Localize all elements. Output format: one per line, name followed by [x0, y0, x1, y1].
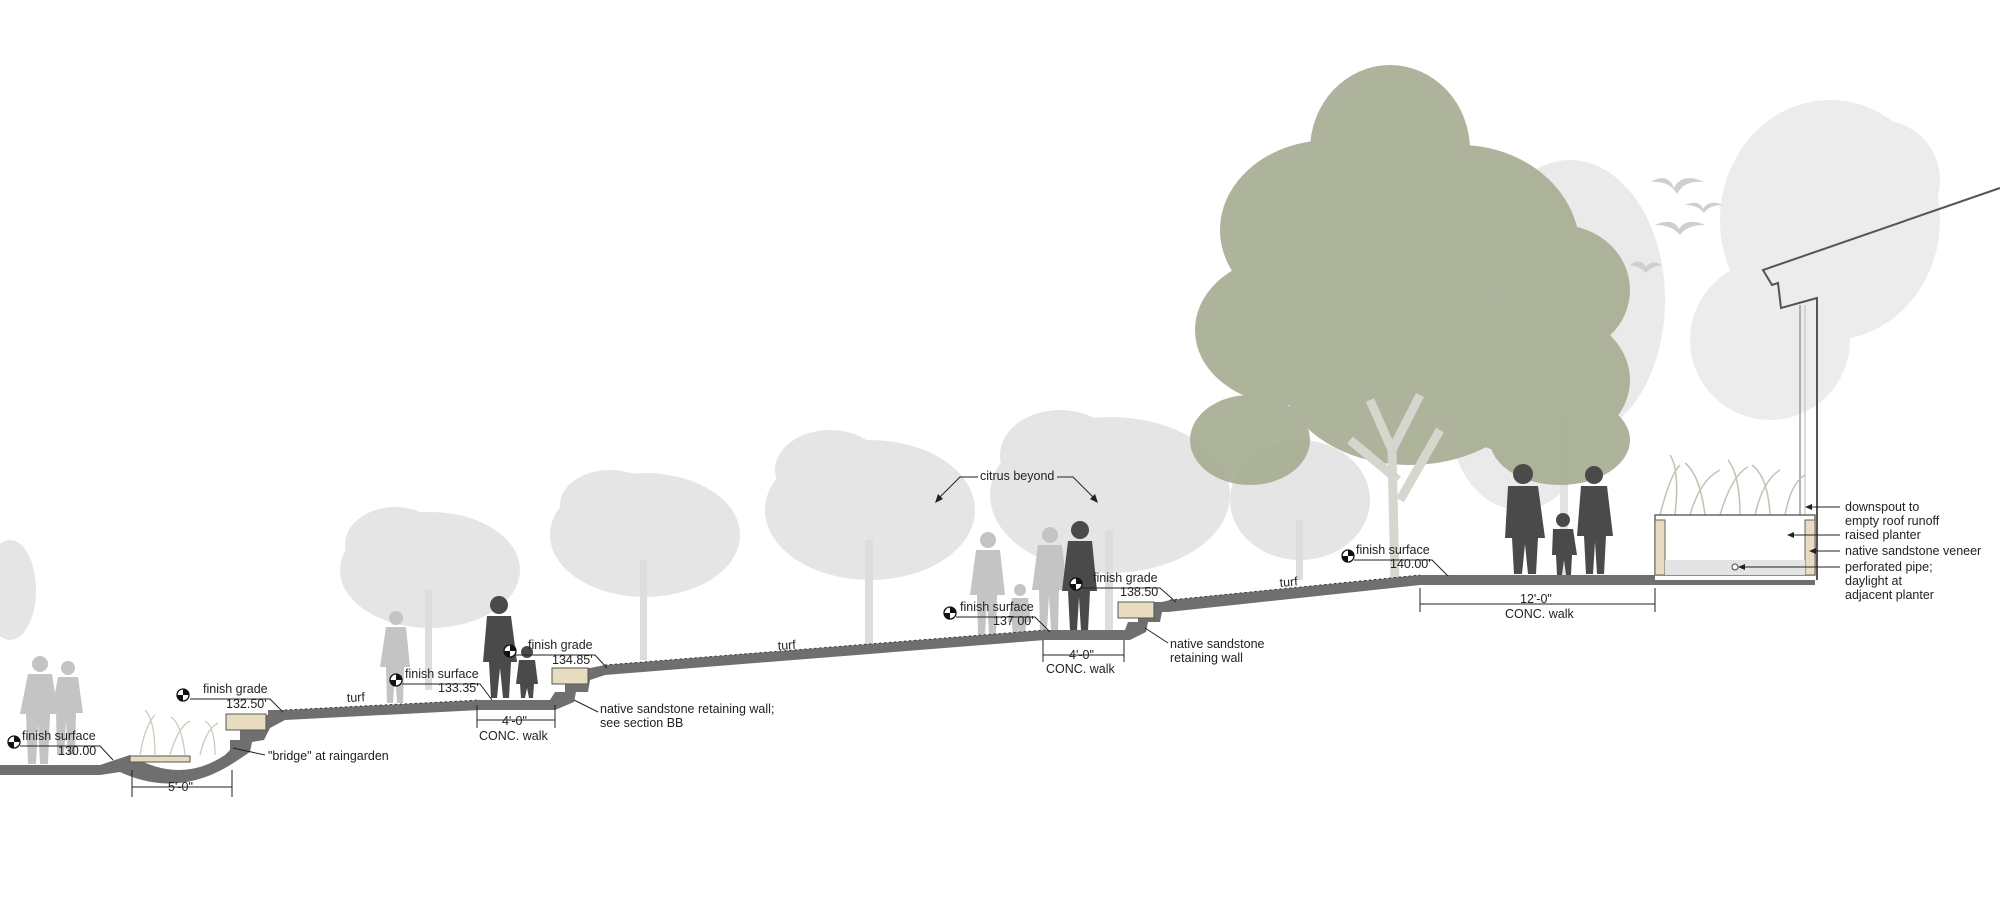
- perforated-pipe: [1731, 563, 1739, 571]
- person-silhouette-icon: [483, 596, 517, 698]
- callout-label: perforated pipe;: [1845, 560, 1933, 574]
- bridge-label: "bridge" at raingarden: [268, 749, 389, 763]
- turf-labels: turf turf turf: [346, 574, 1298, 705]
- elevation-label: finish surface: [405, 667, 479, 681]
- dimension-label: 4'-0": [502, 714, 527, 728]
- elevation-marker-icon: [7, 735, 21, 749]
- elevation-label: finish grade: [528, 638, 593, 652]
- elevation-marker-icon: [1341, 549, 1355, 563]
- elevation-value: 132.50': [226, 697, 267, 711]
- elevation-value: 130.00: [58, 744, 96, 758]
- elevation-marker-icon: [1069, 577, 1083, 591]
- leader-arrow-icon: [1809, 548, 1816, 554]
- tree-icon: [550, 470, 740, 660]
- elevation-value: 134.85': [552, 653, 593, 667]
- bird-icon: [1650, 178, 1704, 194]
- elevation-value: 137 00': [993, 614, 1034, 628]
- dimension-label: CONC. walk: [1046, 662, 1116, 676]
- tree-icon: [0, 540, 36, 640]
- leader-arrow-icon: [1805, 504, 1812, 510]
- planter-veneer: [1654, 519, 1666, 576]
- house-edge: [1761, 187, 2000, 580]
- tree-icon: [765, 430, 975, 645]
- dimensions: [131, 588, 1656, 797]
- elevation-leaders: [20, 559, 1449, 761]
- leader-arrow-icon: [1787, 532, 1794, 538]
- person-silhouette-icon: [1505, 464, 1545, 574]
- elevation-label: finish surface: [1356, 543, 1430, 557]
- leader-arrow-icon: [1090, 494, 1098, 503]
- planter-veneer: [1804, 519, 1816, 576]
- person-silhouette-icon: [516, 646, 538, 698]
- birds: [1630, 178, 1723, 273]
- elevation-label: finish surface: [22, 729, 96, 743]
- person-silhouette-icon: [1032, 527, 1067, 630]
- turf-label: turf: [346, 690, 365, 705]
- elevation-markers: [7, 549, 1355, 749]
- planter-grasses: [1659, 454, 1806, 516]
- person-silhouette-icon: [51, 661, 83, 755]
- elevation-value: 138.50: [1120, 585, 1158, 599]
- callout-label: adjacent planter: [1845, 588, 1934, 602]
- elevation-label: finish grade: [203, 682, 268, 696]
- turf-texture: [284, 574, 1421, 711]
- planter-callouts: downspout to empty roof runoff raised pl…: [1738, 500, 1981, 602]
- elevation-marker-icon: [943, 606, 957, 620]
- callout-label: empty roof runoff: [1845, 514, 1940, 528]
- citrus-annotation: citrus beyond: [935, 469, 1098, 503]
- elevation-marker-icon: [503, 644, 517, 658]
- person-silhouette-icon: [970, 532, 1005, 635]
- citrus-label: citrus beyond: [980, 469, 1054, 483]
- elevation-value: 133.35': [438, 681, 479, 695]
- callout-label: daylight at: [1845, 574, 1903, 588]
- elevation-marker-icon: [176, 688, 190, 702]
- ground-section: [0, 514, 1816, 784]
- raingarden-grasses: [139, 709, 219, 756]
- elevation-marker-icon: [389, 673, 403, 687]
- person-silhouette-icon: [1552, 513, 1577, 575]
- sandstone-block: [551, 667, 589, 685]
- elevation-label: finish grade: [1093, 571, 1158, 585]
- tree-icon: [340, 507, 520, 690]
- wall-label: see section BB: [600, 716, 683, 730]
- dimension-label: CONC. walk: [1505, 607, 1575, 621]
- person-silhouette-icon: [20, 656, 58, 764]
- turf-label: turf: [1279, 574, 1299, 590]
- person-silhouette-icon: [1577, 466, 1613, 574]
- dimension-label: 4'-0": [1069, 648, 1094, 662]
- foreground-people: [483, 464, 1613, 698]
- callout-label: downspout to: [1845, 500, 1919, 514]
- bridge-deck: [129, 755, 191, 763]
- tree-icon: [1690, 100, 1940, 420]
- callout-label: native sandstone veneer: [1845, 544, 1981, 558]
- elevation-value: 140.00': [1390, 557, 1431, 571]
- wall-annotations: "bridge" at raingarden native sandstone …: [232, 627, 1265, 763]
- dimension-label: 12'-0": [1520, 592, 1552, 606]
- wall-label: native sandstone: [1170, 637, 1265, 651]
- bird-icon: [1685, 202, 1723, 213]
- sandstone-block: [225, 713, 267, 731]
- tree-icon: [1190, 65, 1630, 586]
- bird-icon: [1630, 261, 1662, 273]
- dimension-label: 5'-0": [168, 780, 193, 794]
- sandstone-block: [1117, 601, 1155, 619]
- person-silhouette-icon: [1008, 584, 1031, 642]
- dimension-label: CONC. walk: [479, 729, 549, 743]
- turf-label: turf: [777, 638, 797, 653]
- wall-label: native sandstone retaining wall;: [600, 702, 774, 716]
- leader-arrow-icon: [1738, 564, 1745, 570]
- wall-label: retaining wall: [1170, 651, 1243, 665]
- elevation-labels: finish surface 130.00 finish grade 132.5…: [22, 543, 1431, 758]
- dimension-labels: 5'-0" 4'-0" CONC. walk 4'-0" CONC. walk …: [168, 592, 1575, 794]
- leader-arrow-icon: [935, 494, 943, 503]
- elevation-label: finish surface: [960, 600, 1034, 614]
- callout-label: raised planter: [1845, 528, 1921, 542]
- bird-icon: [1655, 221, 1705, 235]
